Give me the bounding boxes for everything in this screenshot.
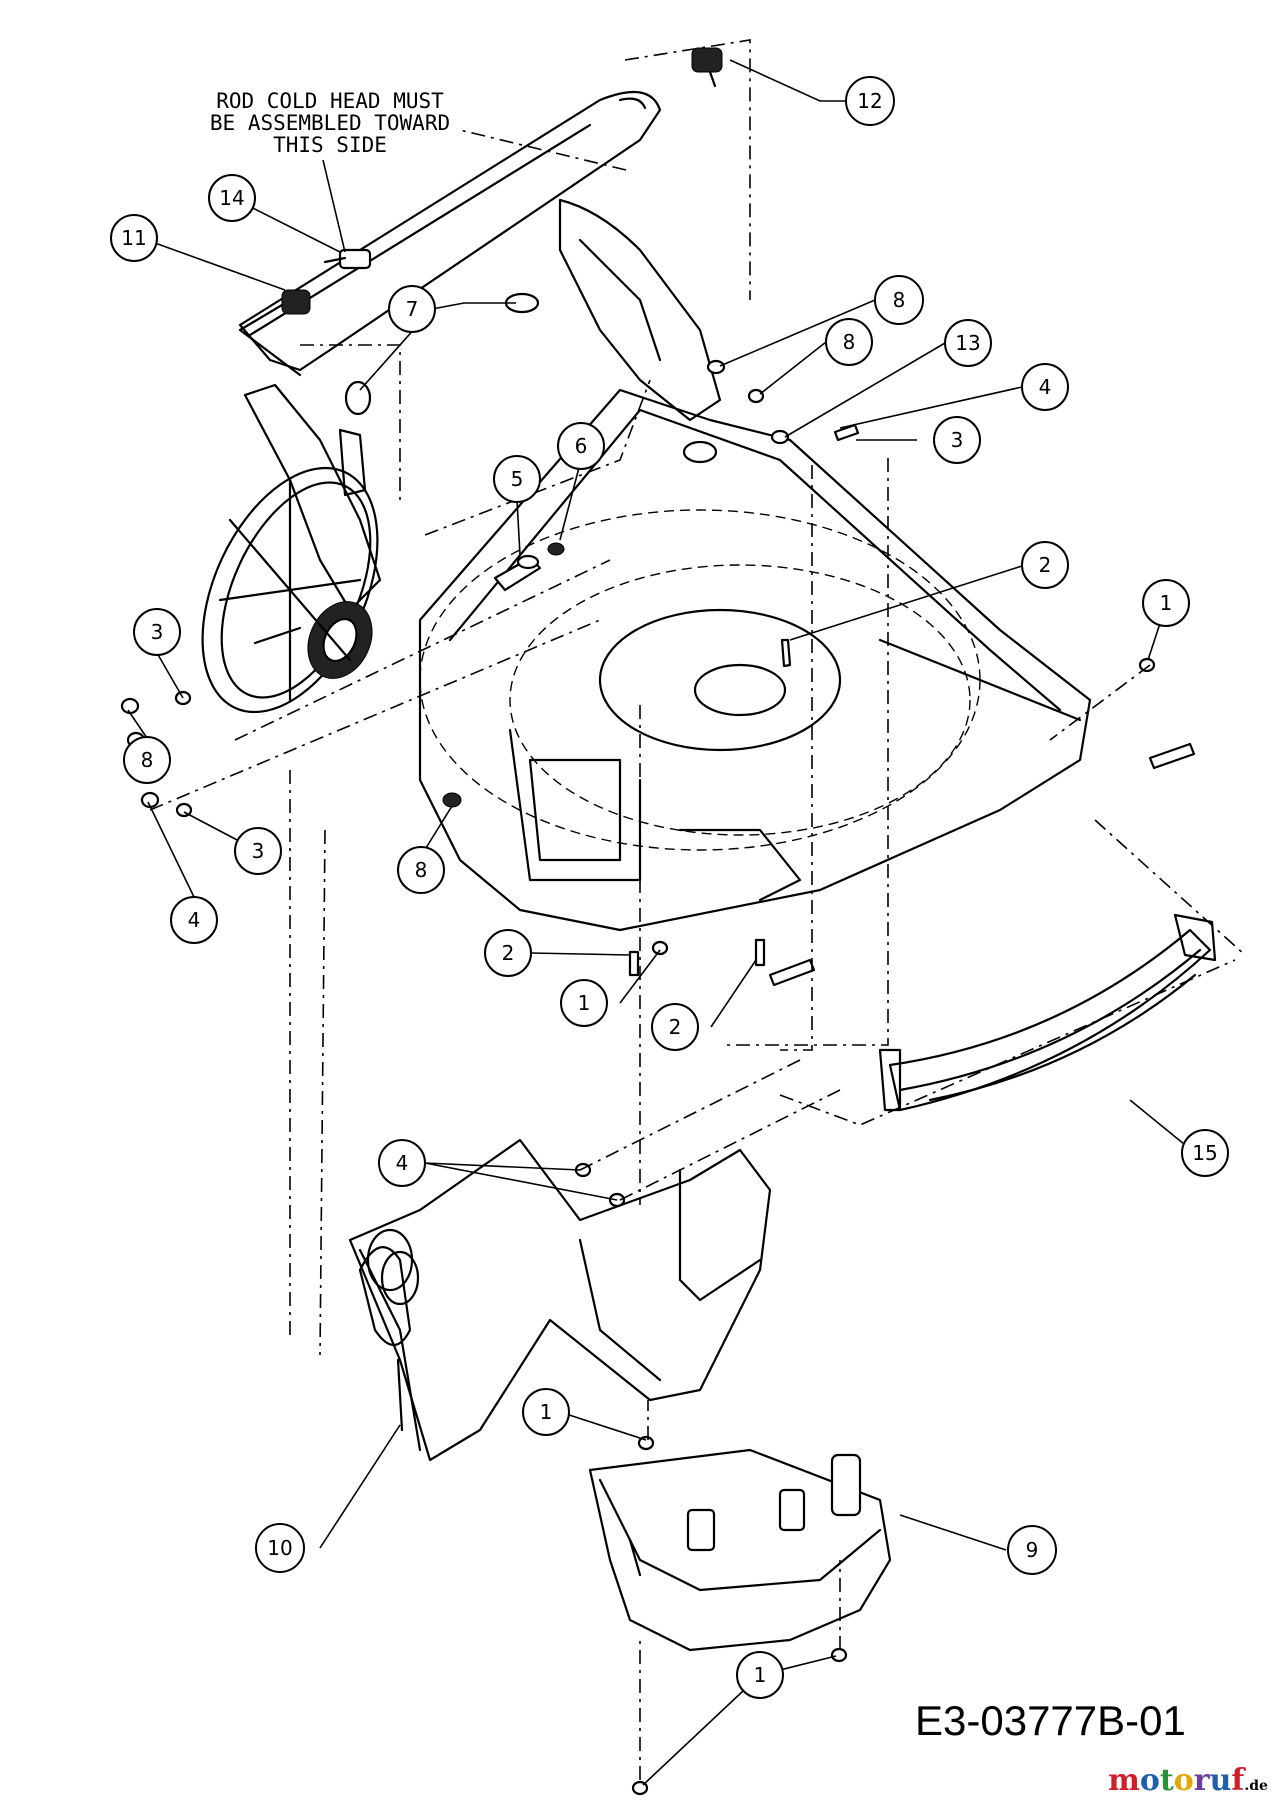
callout-11-label: 11	[121, 226, 146, 250]
callout-5-label: 5	[511, 467, 524, 491]
callout-1a-label: 1	[1160, 591, 1173, 615]
callout-1d-label: 1	[754, 1663, 767, 1687]
callout-12-label: 12	[857, 89, 882, 113]
note-line-2: BE ASSEMBLED TOWARD	[210, 111, 450, 135]
rod-part	[323, 248, 372, 270]
callout-8a: 8	[874, 275, 924, 325]
callout-8b: 8	[825, 318, 873, 366]
callout-7-label: 7	[406, 297, 419, 321]
mulching-baffle-part	[588, 1448, 892, 1652]
callout-13-label: 13	[955, 331, 980, 355]
callout-14: 14	[208, 174, 256, 222]
callout-3c-label: 3	[252, 839, 265, 863]
callout-2b-label: 2	[502, 941, 515, 965]
callout-6-label: 6	[575, 434, 588, 458]
callout-2c-label: 2	[669, 1015, 682, 1039]
callout-7: 7	[388, 285, 436, 333]
callout-12: 12	[845, 76, 895, 126]
callout-2a: 2	[1021, 541, 1069, 589]
callout-15-label: 15	[1192, 1141, 1217, 1165]
rear-wheel-part	[201, 466, 379, 714]
callout-8d-label: 8	[415, 858, 428, 882]
callout-4a: 4	[1021, 363, 1069, 411]
callout-4c-label: 4	[396, 1151, 409, 1175]
callout-15: 15	[1181, 1129, 1229, 1177]
callout-3a-label: 3	[951, 428, 964, 452]
torsion-spring-part	[238, 289, 311, 377]
motoruf-watermark-logo: motoruf.de	[1108, 1763, 1268, 1798]
callout-2a-label: 2	[1039, 553, 1052, 577]
callout-2b: 2	[484, 929, 532, 977]
callout-1c-label: 1	[540, 1400, 553, 1424]
handle-bracket-part	[238, 90, 722, 612]
diagram-code: E3-03777B-01	[915, 1697, 1186, 1744]
assembly-note: ROD COLD HEAD MUST BE ASSEMBLED TOWARD T…	[210, 89, 450, 253]
shaft-part	[493, 554, 542, 592]
callout-1b: 1	[560, 979, 608, 1027]
note-line-1: ROD COLD HEAD MUST	[216, 89, 444, 113]
discharge-chute-part	[348, 1138, 772, 1462]
callout-8c: 8	[123, 736, 171, 784]
callout-4b-label: 4	[188, 908, 201, 932]
callout-8c-label: 8	[141, 748, 154, 772]
callout-4c: 4	[378, 1139, 426, 1187]
callout-1a: 1	[1142, 579, 1190, 627]
callout-9-label: 9	[1026, 1538, 1039, 1562]
mower-deck-part	[418, 388, 1092, 932]
torsion-spring-part	[691, 47, 723, 88]
assembly-lines	[149, 39, 1246, 1780]
callout-8a-label: 8	[893, 288, 906, 312]
callout-3a: 3	[933, 416, 981, 464]
callout-1d: 1	[736, 1651, 784, 1699]
callout-11: 11	[110, 214, 158, 262]
nut-part	[547, 542, 565, 556]
callout-6: 6	[557, 422, 605, 470]
callout-13: 13	[944, 319, 992, 367]
callout-4b: 4	[170, 896, 218, 944]
callout-10: 10	[255, 1523, 305, 1573]
callout-1c: 1	[522, 1388, 570, 1436]
callout-8b-label: 8	[843, 330, 856, 354]
callout-2c: 2	[651, 1003, 699, 1051]
cable-clip-part	[344, 292, 540, 416]
rear-flap-part	[878, 913, 1217, 1112]
callout-10-label: 10	[267, 1536, 292, 1560]
callout-4a-label: 4	[1039, 375, 1052, 399]
callout-3b-label: 3	[151, 620, 164, 644]
callout-8d: 8	[397, 846, 445, 894]
washer-part	[682, 440, 718, 464]
callout-5: 5	[493, 455, 541, 503]
callout-14-label: 14	[219, 186, 244, 210]
callout-3b: 3	[133, 608, 181, 656]
callout-3c: 3	[234, 827, 282, 875]
fasteners-group	[120, 359, 1196, 1796]
callout-9: 9	[1007, 1525, 1057, 1575]
svg-text:motoruf.de: motoruf.de	[1108, 1763, 1268, 1798]
callout-1b-label: 1	[578, 991, 591, 1015]
note-line-3: THIS SIDE	[273, 133, 387, 157]
